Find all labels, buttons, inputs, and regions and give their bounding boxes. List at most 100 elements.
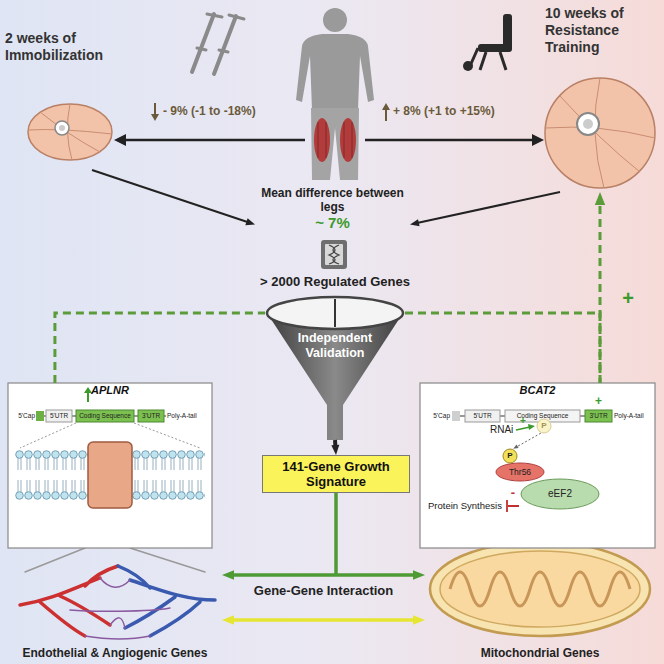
- gene-region-label: Coding Sequence: [79, 412, 131, 420]
- phospho-arrow: [513, 433, 541, 449]
- node-text: Mitochondrial Genes: [481, 646, 600, 660]
- capillaries: [70, 578, 170, 639]
- arrow-head: [222, 615, 234, 625]
- phospho-circle: P: [502, 448, 518, 464]
- muscle-cross-section-large: [545, 78, 655, 188]
- cap: [36, 411, 44, 421]
- node-outline: [495, 462, 545, 482]
- cristae: [450, 572, 630, 606]
- gene-region-label: 5'UTR: [473, 412, 491, 420]
- signature-box: 141-Gene Growth Signature: [262, 455, 410, 493]
- node-text: Endothelial & Angiogenic Genes: [23, 646, 208, 660]
- connector-line: [232, 573, 416, 577]
- connector-line: [232, 618, 416, 622]
- thigh-muscle: [314, 118, 330, 162]
- dashed-link: [405, 313, 600, 383]
- inset-frame: [8, 383, 212, 548]
- funnel: [267, 297, 403, 440]
- vessel-network: [20, 548, 215, 639]
- node-text: Independent Validation: [287, 331, 383, 361]
- node-outline: [536, 418, 552, 434]
- gene-region-label: 5'Cap: [18, 412, 35, 420]
- figure-head: [323, 8, 347, 32]
- utr3-box: [585, 410, 612, 422]
- edge-label: Gene-Gene Interaction: [254, 583, 393, 598]
- arrow-head: [410, 219, 420, 226]
- trend-arrow: [92, 170, 255, 225]
- node-text: > 2000 Regulated Genes: [260, 274, 410, 289]
- interaction-arrow: [222, 570, 425, 580]
- coding-box: [76, 410, 134, 422]
- node-text: 141-Gene Growth Signature: [263, 459, 409, 489]
- trend-symbols: [151, 103, 390, 121]
- funnel-box: Independent Validation: [265, 295, 405, 440]
- arrow-head: [413, 570, 425, 580]
- cap: [452, 411, 460, 421]
- gene-region-label: Poly-A-tail: [614, 412, 644, 420]
- phase-label: 2 weeks of Immobilization: [5, 30, 150, 170]
- ellipse-shape: [521, 479, 599, 509]
- muscle-divisions: [545, 78, 655, 188]
- arrow-head: [413, 615, 425, 625]
- node-outline: [502, 448, 518, 464]
- machine-seat: [478, 44, 510, 52]
- figure-torso: [296, 34, 374, 110]
- vein: [118, 566, 215, 636]
- arrow-head: [245, 218, 255, 225]
- node-text: Mean difference between legs: [255, 186, 410, 214]
- minus-sign: -: [511, 486, 515, 499]
- result-box: Mean difference between legs~ 7%: [255, 183, 410, 235]
- percent-change: + 8% (+1 to +15%): [393, 104, 495, 118]
- crutch: [214, 16, 236, 74]
- ellipse-shape: [496, 463, 544, 481]
- connector-line: [517, 433, 541, 447]
- utr5-box: [465, 410, 500, 422]
- down-arrow: [154, 103, 156, 115]
- up-arrow: [87, 392, 89, 402]
- gene-inset: BCAT2PPThr56eEF2: [420, 383, 655, 548]
- bone-marrow: [583, 119, 593, 129]
- muscle-fibres: [318, 122, 352, 158]
- gene-region-label: Poly-A-tail: [167, 412, 197, 420]
- connector-line: [55, 313, 265, 383]
- rnai-arrow-head: [528, 424, 535, 430]
- plus-sign: +: [595, 394, 602, 408]
- node-outline: [520, 478, 600, 510]
- bone: [55, 121, 69, 135]
- arrow-head: [114, 134, 126, 146]
- node-text: 10 weeks of Resistance Training: [545, 5, 657, 56]
- crutch-handle: [197, 14, 222, 50]
- dna-helix: [329, 245, 339, 264]
- coding-box: [505, 410, 580, 422]
- bcat2-inset: [420, 383, 655, 548]
- gene-count: > 2000 Regulated Genes: [245, 270, 425, 292]
- crutch-handle: [219, 15, 244, 52]
- gene-region-label: 3'UTR: [142, 412, 160, 420]
- edge-label: +: [622, 286, 634, 309]
- aplnr-inset: [8, 383, 212, 548]
- muscle-divisions: [28, 104, 112, 160]
- receptor: [88, 442, 132, 508]
- signature-stem: [334, 493, 338, 575]
- human-figure: [296, 8, 374, 180]
- circle-shape: [537, 419, 551, 433]
- utr5-box: [46, 410, 72, 422]
- node-text: BCAT2: [520, 384, 556, 396]
- dna-icon: [321, 240, 347, 269]
- arrow-shaft: [365, 139, 534, 142]
- bone: [577, 113, 599, 135]
- gene-region-label: 3'UTR: [589, 412, 607, 420]
- arrow-head: [513, 445, 518, 449]
- inset-frame: [420, 383, 655, 548]
- connector-line: [599, 202, 602, 383]
- node-text: Thr56: [509, 462, 531, 482]
- change-arrows: [114, 134, 544, 146]
- image-caption-box: Endothelial & Angiogenic Genes: [8, 555, 222, 660]
- arrow-head: [532, 134, 544, 146]
- document: [321, 240, 347, 269]
- node-text: eEF2: [548, 478, 572, 510]
- funnel-rim: [267, 297, 403, 329]
